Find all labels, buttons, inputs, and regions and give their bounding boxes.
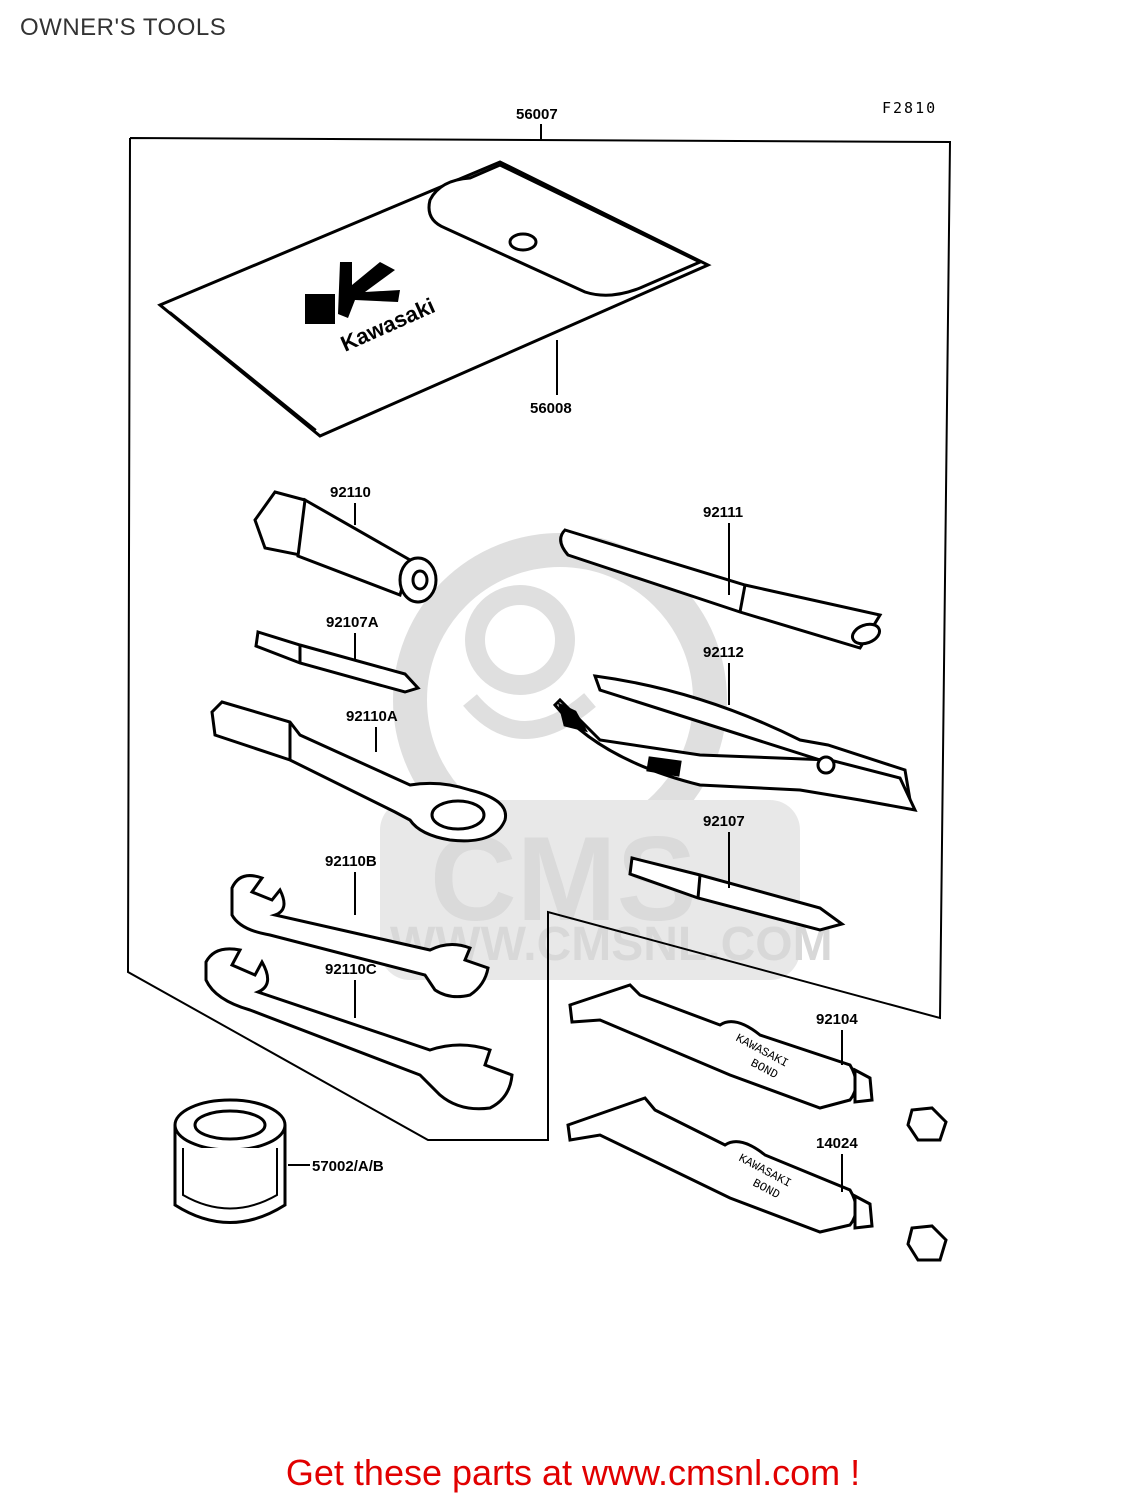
socket-wrench-illustration — [253, 490, 438, 604]
part-label-14024: 14024 — [816, 1135, 858, 1152]
watermark: CMS WWW.CMSNL.COM — [380, 533, 833, 980]
open-wrench-b-illustration — [230, 874, 490, 999]
tool-pouch-illustration — [157, 160, 712, 438]
part-label-92107A: 92107A — [326, 614, 379, 631]
screwdriver-illustration — [628, 856, 846, 932]
callout-92110C: 92110C — [325, 961, 377, 1018]
bond-tube-14024-illustration: KAWASAKI BOND — [566, 1096, 948, 1262]
callout-92104: 92104 — [816, 1011, 858, 1065]
diagram-code: F2810 — [882, 99, 937, 117]
callout-14024: 14024 — [816, 1135, 858, 1192]
promo-link[interactable]: Get these parts at www.cmsnl.com ! — [285, 1452, 861, 1493]
part-label-92112: 92112 — [703, 644, 744, 661]
pliers-illustration — [552, 674, 918, 812]
box-wrench-illustration — [210, 700, 508, 843]
screwdriver-bit-illustration — [254, 630, 421, 694]
part-label-57002: 57002/A/B — [312, 1158, 384, 1175]
grease-can-illustration — [173, 1098, 287, 1224]
part-label-92110A: 92110A — [346, 708, 398, 725]
callout-92110B: 92110B — [325, 853, 377, 915]
part-label-92110B: 92110B — [325, 853, 377, 870]
callout-92112: 92112 — [703, 644, 744, 705]
part-label-56007: 56007 — [516, 106, 558, 123]
callout-92110: 92110 — [330, 484, 371, 525]
callout-92111: 92111 — [703, 504, 743, 595]
bond-tube-92104-illustration: KAWASAKI BOND — [568, 983, 948, 1142]
callout-56007: 56007 — [516, 106, 558, 140]
part-label-92107: 92107 — [703, 813, 745, 830]
page-title: OWNER'S TOOLS — [20, 14, 227, 41]
assembly-boundary — [126, 137, 952, 1141]
callout-92107: 92107 — [703, 813, 745, 888]
callout-56008: 56008 — [530, 340, 572, 417]
part-label-56008: 56008 — [530, 400, 572, 417]
part-label-92110: 92110 — [330, 484, 371, 501]
part-label-92110C: 92110C — [325, 961, 377, 978]
extension-bar-illustration — [559, 528, 883, 650]
part-label-92111: 92111 — [703, 504, 743, 521]
open-wrench-c-illustration — [204, 947, 514, 1111]
callout-57002: 57002/A/B — [288, 1158, 384, 1175]
callout-92107A: 92107A — [326, 614, 379, 660]
callout-92110A: 92110A — [346, 708, 398, 752]
part-label-92104: 92104 — [816, 1011, 858, 1028]
